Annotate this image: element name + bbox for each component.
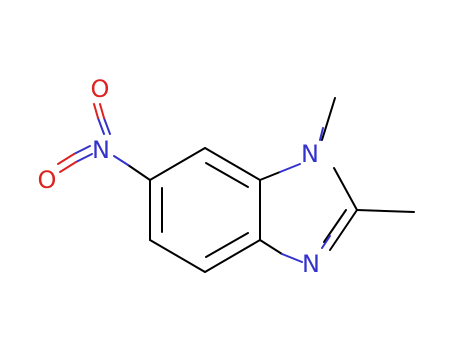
- n3-bond-seg-ring: [281, 253, 303, 263]
- bond-c2-methyl: [356, 209, 415, 213]
- o-top-bond-seg: [93, 103, 99, 119]
- atom-n1: N: [301, 140, 319, 168]
- atom-nitro-n: N: [92, 136, 110, 164]
- nitro-n-bond-seg-down-2: [73, 145, 91, 155]
- nitrogen-bond-segments: [73, 117, 331, 263]
- bond-c7-c7a: [204, 147, 261, 181]
- bond-c4-c5: [149, 239, 206, 273]
- n3-bond-seg-c2: [321, 235, 331, 249]
- bond-c7a-n1: [259, 171, 281, 181]
- n1-bond-seg-methyl: [319, 127, 324, 141]
- o-bottom-bond-seg-2: [57, 153, 75, 165]
- bond-c6-nitro: [127, 164, 151, 181]
- bond-c7-c7a-inner: [205, 162, 249, 188]
- atom-n3: N: [302, 250, 320, 278]
- o-bottom-bond-seg: [59, 161, 77, 173]
- atom-oxygen-top: O: [91, 75, 110, 103]
- bond-n1-c2: [333, 167, 358, 211]
- nitro-n-bond-seg-down: [75, 153, 93, 163]
- bond-c3a-c4: [204, 239, 261, 273]
- n1-bond-seg-ring: [279, 163, 301, 173]
- bond-n1-methyl: [321, 97, 336, 141]
- atom-oxygen-bottom: O: [38, 166, 57, 194]
- bond-c2-n3: [329, 209, 358, 251]
- bond-c3a-c4-inner: [205, 232, 249, 258]
- bond-lines: [127, 97, 415, 273]
- oxygen-bond-segments: [57, 103, 105, 173]
- nitro-n-bond-seg-up-2: [103, 117, 111, 135]
- nitro-n-bond-seg-up: [97, 117, 105, 135]
- o-top-bond-seg-2: [99, 103, 105, 119]
- nitro-n-bond-seg-ring: [113, 155, 129, 166]
- bond-c3a-n3: [259, 239, 283, 255]
- bond-c2-n3-double: [323, 209, 347, 243]
- bond-c6-c7: [149, 147, 206, 181]
